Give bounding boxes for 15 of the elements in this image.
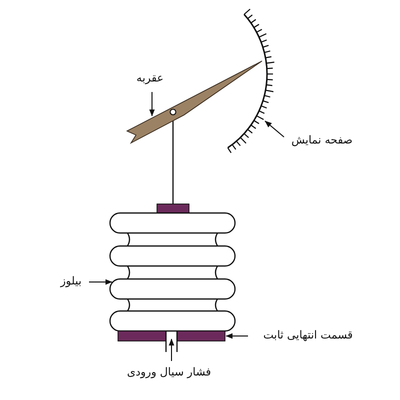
- part-label: بیلوز: [60, 276, 82, 288]
- fixed-end-plate: [118, 330, 226, 342]
- part-label: صفحه نمایش: [291, 134, 353, 148]
- pointer-needle: [126, 60, 262, 144]
- leader-arrow: [88, 279, 112, 285]
- leader-arrow: [264, 120, 284, 138]
- part-label: فشار سیال ورودی: [126, 366, 212, 380]
- leader-arrow: [226, 333, 248, 339]
- part-label: قسمت انتهایی ثابت: [263, 330, 353, 342]
- leader-arrow: [168, 338, 174, 362]
- bellows: [109, 212, 236, 332]
- inlet-pipe: [165, 330, 178, 353]
- dial-scale: [227, 8, 275, 154]
- leader-arrow: [149, 92, 155, 116]
- part-label: عقربه: [136, 72, 164, 86]
